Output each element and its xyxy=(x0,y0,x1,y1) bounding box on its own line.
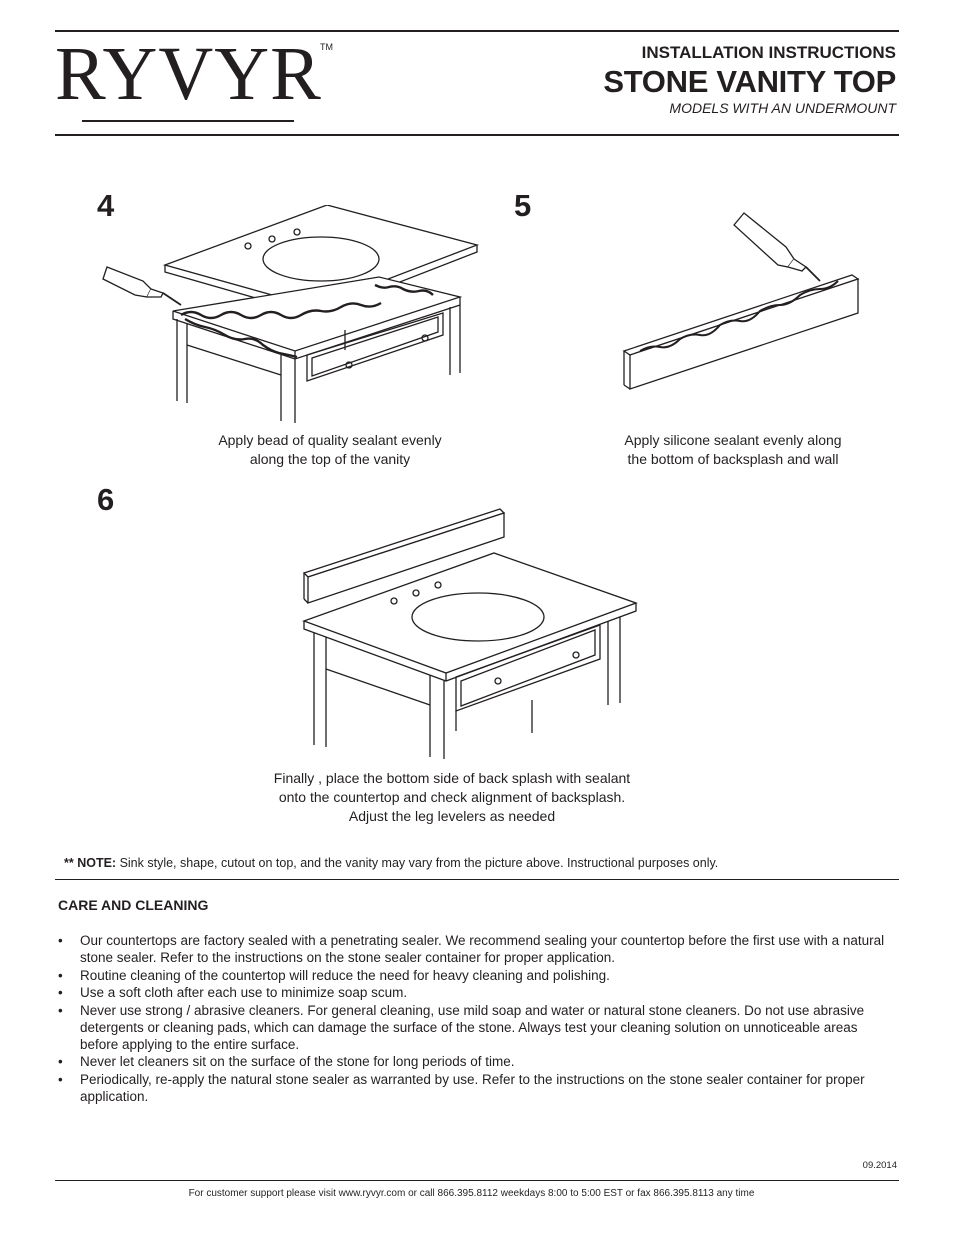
step-4-illustration xyxy=(102,205,480,423)
note-text: Sink style, shape, cutout on top, and th… xyxy=(116,856,719,870)
step-number: 4 xyxy=(97,188,115,223)
caption-line: Apply bead of quality sealant evenly xyxy=(218,432,442,448)
revision-date: 09.2014 xyxy=(862,1160,897,1171)
caption-line: Adjust the leg levelers as needed xyxy=(348,808,556,824)
note-label: ** NOTE: xyxy=(64,856,117,870)
step-4-caption: Apply bead of quality sealant evenly alo… xyxy=(180,431,480,469)
list-item: Never use strong / abrasive cleaners. Fo… xyxy=(58,1002,898,1053)
list-item: Periodically, re-apply the natural stone… xyxy=(58,1071,898,1105)
list-item: Use a soft cloth after each use to minim… xyxy=(58,984,898,1001)
document-type: INSTALLATION INSTRUCTIONS xyxy=(641,43,896,62)
caption-line: the bottom of backsplash and wall xyxy=(627,451,839,467)
step-6-caption: Finally , place the bottom side of back … xyxy=(227,769,677,826)
step-6-illustration xyxy=(302,508,638,759)
support-footer: For customer support please visit www.ry… xyxy=(188,1188,755,1199)
list-item: Routine cleaning of the countertop will … xyxy=(58,967,898,984)
caption-line: along the top of the vanity xyxy=(249,451,411,467)
disclaimer-note: ** NOTE: Sink style, shape, cutout on to… xyxy=(64,856,718,870)
step-number: 6 xyxy=(97,482,115,517)
caption-line: Apply silicone sealant evenly along xyxy=(624,432,842,448)
list-item: Our countertops are factory sealed with … xyxy=(58,932,898,966)
step-number: 5 xyxy=(514,188,532,223)
note-rule xyxy=(55,879,899,880)
list-item: Never let cleaners sit on the surface of… xyxy=(58,1053,898,1070)
models-subtitle: MODELS WITH AN UNDERMOUNT xyxy=(669,100,896,116)
step-5-caption: Apply silicone sealant evenly along the … xyxy=(583,431,883,469)
caption-line: onto the countertop and check alignment … xyxy=(278,789,626,805)
top-rule xyxy=(55,30,899,32)
header-bottom-rule xyxy=(55,134,899,136)
logo-underline xyxy=(82,120,294,122)
caption-line: Finally , place the bottom side of back … xyxy=(273,770,631,786)
trademark-mark: TM xyxy=(320,42,333,52)
footer-rule xyxy=(55,1180,899,1181)
care-section-title: CARE AND CLEANING xyxy=(58,897,209,913)
step-5-illustration xyxy=(622,212,860,390)
product-title: STONE VANITY TOP xyxy=(603,64,896,99)
brand-logo: RYVYR xyxy=(55,32,322,116)
care-list: Our countertops are factory sealed with … xyxy=(58,932,898,1105)
